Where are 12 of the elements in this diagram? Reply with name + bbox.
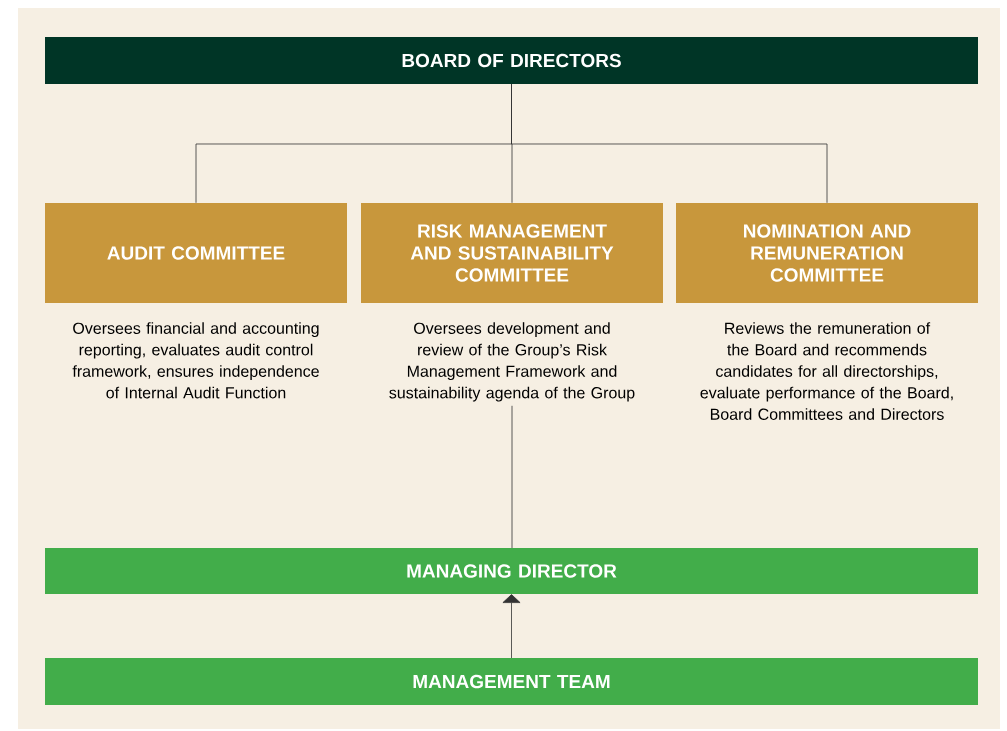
title-bar: MANAGING DIRECTOR	[45, 548, 978, 594]
connector-line	[511, 83, 828, 204]
arrow	[502, 594, 521, 659]
description-text: Reviews the remuneration of the Board and recommends candidates for all directorships, evaluate performance of the Board, Board Committees and Directors	[700, 322, 953, 420]
committee-box: NOMINATION AND REMUNERATION COMMITTEE	[676, 203, 978, 303]
connector-line	[511, 405, 513, 549]
title-bar: BOARD OF DIRECTORS	[45, 37, 978, 84]
description-text: Oversees development and review of the Group’s Risk Management Framework and sustainability agenda of the Group	[389, 322, 635, 402]
committee-box: AUDIT COMMITTEE	[45, 203, 347, 303]
committee-box: RISK MANAGEMENT AND SUSTAINABILITY COMMITTEE	[361, 203, 663, 303]
description-text: Oversees financial and accounting reporting, evaluates audit control framework, ensures independence of Internal Audit Function	[72, 322, 319, 399]
title-bar: MANAGEMENT TEAM	[45, 658, 978, 705]
